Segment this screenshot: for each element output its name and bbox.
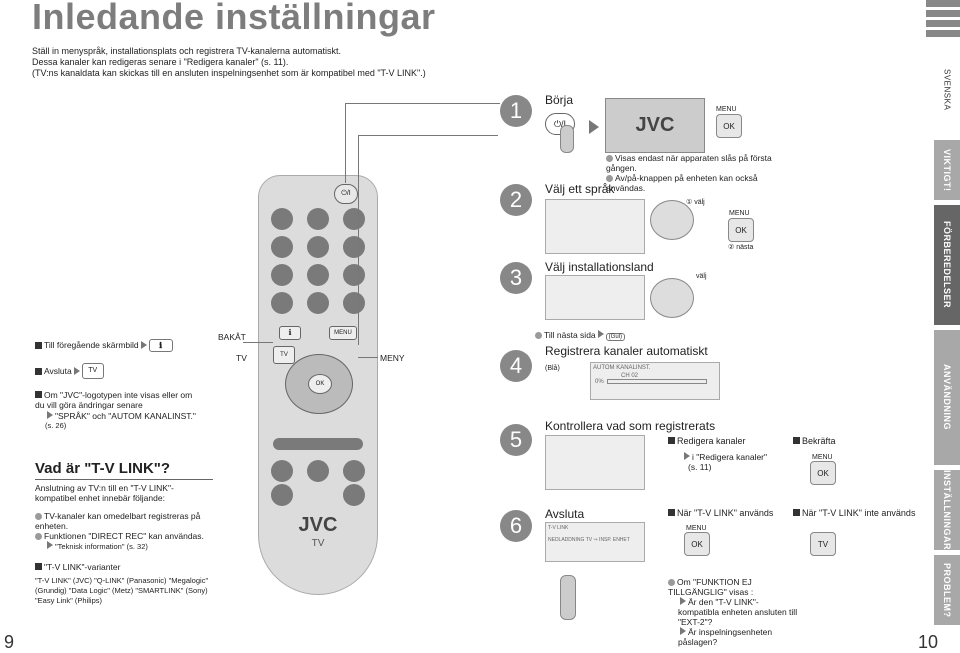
remote-logo: JVC [298,514,338,536]
tvlink-used: När "T-V LINK" används [668,508,773,518]
remote-btn[interactable] [271,264,293,286]
remote-btn[interactable] [307,460,329,482]
tvlink-not-used: När "T-V LINK" inte används [793,508,915,518]
remote-btn[interactable] [271,208,293,230]
remote-btn[interactable] [343,292,365,314]
tab-problem: PROBLEM? [934,555,960,625]
step-1: 1 [500,95,532,127]
step1-notes: Visas endast när apparaten slås på först… [606,153,772,193]
tab-viktigt: VIKTIGT! [934,140,960,200]
arrow-icon [589,120,599,134]
color-buttons[interactable] [273,438,363,450]
hand-icon [560,125,574,153]
remote-btn[interactable] [343,208,365,230]
info-icon: ℹ [148,338,173,352]
channel-list-screen [545,435,645,490]
remote-btn[interactable] [307,236,329,258]
tvlink-rule [35,479,213,480]
leader-line [345,103,346,183]
tab-forberedelser: FÖRBEREDELSER [934,205,960,325]
step-5: 5 [500,424,532,456]
remote-btn[interactable] [343,484,365,506]
menu-label-4: MENU [686,525,707,532]
tab-installningar: INSTÄLLNINGAR [934,470,960,550]
dpad-icon[interactable] [650,200,694,240]
remote-btn[interactable] [343,264,365,286]
leader-line [358,135,359,345]
step-3: 3 [500,262,532,294]
tvlink-screen: T-V LINK NEDLADDNING TV ⇒ INSP. ENHET [545,522,645,562]
step5-title: Kontrollera vad som registrerats [545,419,716,433]
step-6: 6 [500,510,532,542]
remote-btn[interactable] [307,292,329,314]
remote-menu-button[interactable]: MENU [329,326,357,340]
remote-dpad[interactable]: OK [285,354,353,414]
label-bakat: BAKÅT [218,332,246,342]
header-bars [926,0,960,40]
blue-label: (Blå) [545,365,560,372]
leader-line [345,103,500,104]
page-title: Inledande inställningar [32,0,436,37]
label-tv: TV [236,353,247,363]
step1-title: Börja [545,93,574,107]
remote-control: ⏻/I ℹ MENU TV OK JVC TV [258,175,378,595]
ok-button[interactable]: OK [716,114,742,138]
tvlink-heading: Vad är "T-V LINK"? [35,460,171,477]
tuning-progress [606,379,707,384]
ok-button-2[interactable]: OK [728,218,754,242]
menu-label-2: MENU [729,210,750,217]
leader-line [243,342,273,343]
next-label: ② nästa [728,244,754,251]
remote-btn[interactable] [271,292,293,314]
remote-info-button[interactable]: ℹ [279,326,301,340]
menu-label: MENU [716,106,737,113]
step6-title: Avsluta [545,507,585,521]
dpad-icon-2[interactable] [650,278,694,318]
step-2: 2 [500,184,532,216]
edit-channels: Redigera kanaler i "Redigera kanaler" (s… [668,436,778,472]
remote-btn[interactable] [343,460,365,482]
remote-tv-label: TV [311,538,325,549]
ok-button-3[interactable]: OK [810,461,836,485]
confirm-section: Bekräfta [793,436,836,446]
select-label: ① välj [686,199,705,206]
remote-btn[interactable] [307,208,329,230]
step3-title: Välj installationsland [545,260,654,274]
ok-button-4[interactable]: OK [684,532,710,556]
tvlink-info: Anslutning av TV:n till en "T-V LINK"-ko… [35,483,209,605]
label-meny: MENY [380,353,405,363]
intro-text: Ställ in menyspråk, installationsplats o… [32,46,426,78]
remote-btn[interactable] [307,264,329,286]
leader-line [358,135,498,136]
remote-btn[interactable] [343,236,365,258]
tv-button[interactable]: TV [810,532,836,556]
leader-line [358,357,378,358]
language-screen [545,199,645,254]
remote-btn[interactable] [271,484,293,506]
page-number-left: 9 [4,632,15,652]
hand-icon-2 [560,575,576,620]
step2-title: Välj ett språk [545,182,615,196]
autotuning-screen: AUTOM KANALINST. CH 02 0% [590,362,720,400]
country-screen [545,275,645,320]
next-page-note: Till nästa sida(Gul) [535,330,625,342]
remote-ok-button[interactable]: OK [308,374,332,394]
step4-title: Registrera kanaler automatiskt [545,344,708,358]
tv-button-icon: TV [81,363,104,379]
power-button[interactable]: ⏻/I [334,184,358,204]
unavailable-note: Om "FUNKTION EJ TILLGÄNGLIG" visas : Är … [668,577,798,647]
jvc-screen: JVC [605,98,705,153]
select-label-2: välj [696,273,707,280]
page-number-right: 10 [918,632,939,652]
remote-btn[interactable] [271,460,293,482]
remote-tv-button[interactable]: TV [273,346,295,364]
tab-anvandning: ANVÄNDNING [934,330,960,465]
remote-btn[interactable] [271,236,293,258]
step-4: 4 [500,350,532,382]
tab-svenska: SVENSKA [934,50,960,130]
menu-label-3: MENU [812,454,833,461]
